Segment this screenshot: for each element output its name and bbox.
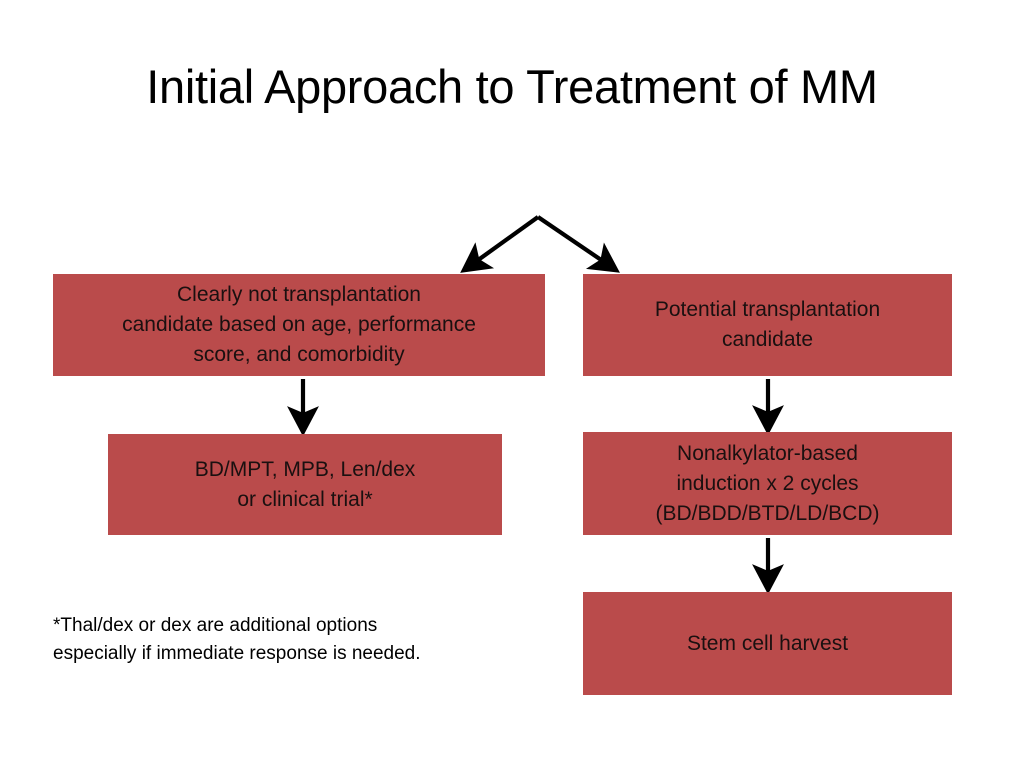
footnote-text: *Thal/dex or dex are additional options … [53,615,421,664]
node-label: Stem cell harvest [686,631,849,655]
node-regimens-or-clinical-trial[interactable]: BD/MPT, MPB, Len/dex or clinical trial* [108,434,502,535]
node-label: Potential transplantation candidate [654,298,881,351]
node-potential-transplantation-candidate[interactable]: Potential transplantation candidate [583,274,952,376]
edge-split-right [536,215,620,273]
node-label: Clearly not transplantation candidate ba… [122,283,476,366]
node-stem-cell-harvest[interactable]: Stem cell harvest [583,592,952,695]
node-clearly-not-transplantation-candidate[interactable]: Clearly not transplantation candidate ba… [53,274,545,376]
node-nonalkylator-based-induction[interactable]: Nonalkylator-based induction x 2 cycles … [583,432,952,535]
node-label: Nonalkylator-based induction x 2 cycles … [655,441,880,525]
node-label: BD/MPT, MPB, Len/dex or clinical trial* [194,457,416,511]
edge-split-left [460,215,540,273]
page-title: Initial Approach to Treatment of MM [146,60,878,113]
